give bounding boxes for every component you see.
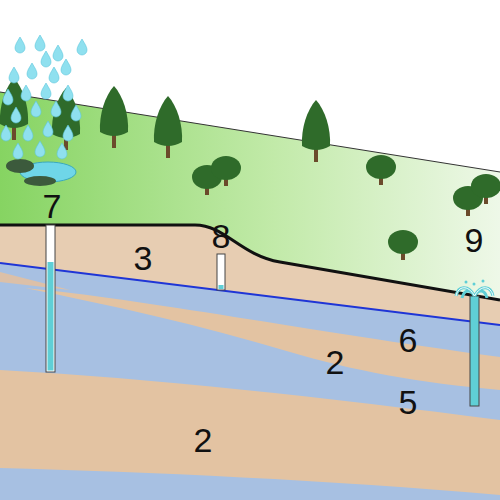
raindrop bbox=[63, 125, 73, 141]
raindrop bbox=[15, 37, 25, 53]
raindrop bbox=[23, 125, 33, 141]
callout-number: 2 bbox=[194, 423, 213, 457]
raindrop bbox=[1, 125, 11, 141]
raindrop bbox=[63, 85, 73, 101]
well-water bbox=[219, 285, 224, 289]
splash bbox=[482, 280, 485, 283]
raindrop bbox=[71, 105, 81, 121]
callout-number: 3 bbox=[134, 241, 153, 275]
tree bbox=[302, 100, 330, 162]
bush bbox=[211, 156, 241, 186]
water-table bbox=[0, 263, 500, 325]
fountain-highlight bbox=[456, 288, 493, 296]
raindrop bbox=[41, 83, 51, 99]
splash bbox=[473, 283, 476, 286]
callout-number: 2 bbox=[326, 345, 345, 379]
raindrop bbox=[13, 143, 23, 159]
well bbox=[217, 254, 225, 290]
trees bbox=[0, 78, 500, 260]
pond bbox=[6, 159, 76, 186]
fountain bbox=[456, 288, 493, 298]
rock bbox=[24, 176, 56, 186]
splash bbox=[465, 281, 468, 284]
unsaturated-zone bbox=[0, 225, 500, 500]
clay-lens bbox=[25, 288, 500, 390]
raindrop bbox=[51, 101, 61, 117]
raindrop bbox=[49, 67, 59, 83]
callout-number: 8 bbox=[212, 219, 231, 253]
callout-number: 5 bbox=[399, 385, 418, 419]
well-casing bbox=[46, 225, 55, 372]
well-water bbox=[48, 262, 54, 371]
raindrop bbox=[9, 67, 19, 83]
well-casing bbox=[470, 296, 479, 406]
tree bbox=[154, 96, 182, 158]
raindrop bbox=[61, 59, 71, 75]
raindrop bbox=[35, 35, 45, 51]
raindrop bbox=[21, 85, 31, 101]
well bbox=[46, 225, 55, 372]
tan-streak bbox=[0, 272, 70, 290]
saturated-zone bbox=[0, 263, 500, 500]
bush bbox=[388, 230, 418, 260]
rock bbox=[6, 159, 34, 173]
raindrop bbox=[57, 143, 67, 159]
bush bbox=[471, 174, 500, 204]
callout-number: 9 bbox=[465, 223, 484, 257]
callout-number: 7 bbox=[43, 189, 62, 223]
raindrop bbox=[41, 51, 51, 67]
artesian-well bbox=[456, 280, 493, 407]
raindrop bbox=[3, 89, 13, 105]
ground-surface bbox=[0, 225, 500, 300]
well-casing bbox=[217, 254, 225, 290]
clay-layer bbox=[0, 370, 500, 495]
raindrop bbox=[11, 107, 21, 123]
tree bbox=[0, 78, 28, 140]
raindrop bbox=[35, 141, 45, 157]
callout-number: 6 bbox=[399, 323, 418, 357]
raindrop bbox=[53, 45, 63, 61]
raindrop bbox=[43, 121, 53, 137]
raindrop bbox=[27, 63, 37, 79]
rain bbox=[1, 35, 87, 159]
tree bbox=[100, 86, 128, 148]
raindrop bbox=[77, 39, 87, 55]
raindrop bbox=[31, 101, 41, 117]
bush bbox=[366, 155, 396, 185]
